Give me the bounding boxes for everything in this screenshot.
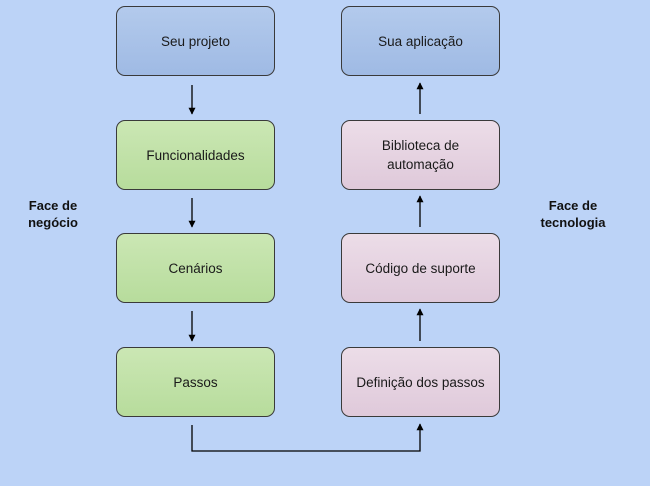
box-label: Sua aplicação <box>378 33 463 49</box>
box-label: Código de suporte <box>365 260 476 276</box>
arrow-passos-to-definicao <box>191 423 424 452</box>
box-codigo-suporte: Código de suporte <box>341 233 500 303</box>
label-face-negocio: Face de negócio <box>28 198 78 230</box>
box-label: Seu projeto <box>160 33 231 49</box>
box-label: Funcionalidades <box>146 147 245 163</box>
box-label: Cenários <box>168 260 223 276</box>
box-biblioteca-automacao: Biblioteca de automação <box>341 120 500 190</box>
box-label: Biblioteca de automação <box>381 138 460 172</box>
box-sua-aplicacao: Sua aplicação <box>341 6 500 76</box>
box-cenarios: Cenários <box>116 233 275 303</box>
label-face-tecnologia: Face de tecnologia <box>540 198 606 230</box>
box-label: Passos <box>173 374 218 390</box>
box-funcionalidades: Funcionalidades <box>116 120 275 190</box>
box-seu-projeto: Seu projeto <box>116 6 275 76</box>
box-label: Definição dos passos <box>356 374 485 390</box>
box-passos: Passos <box>116 347 275 417</box>
box-definicao-passos: Definição dos passos <box>341 347 500 417</box>
